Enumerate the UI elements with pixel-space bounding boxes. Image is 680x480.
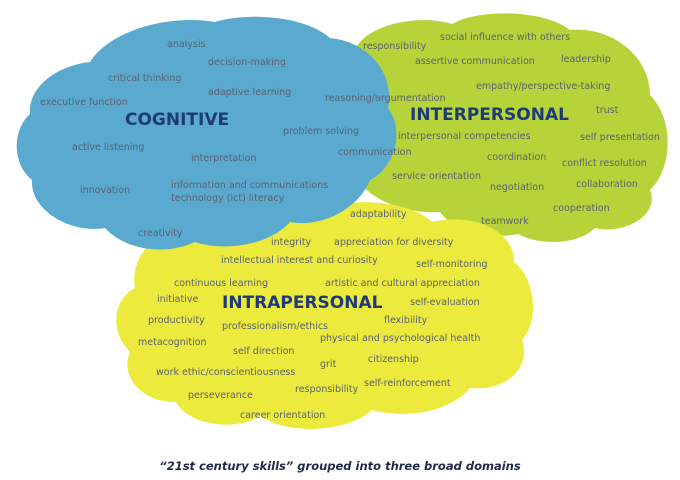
skill-term: perseverance	[188, 390, 253, 401]
skill-term: professionalism/ethics	[222, 321, 328, 332]
skill-term: executive function	[40, 97, 128, 108]
skill-term: coordination	[487, 152, 546, 163]
skill-term: self-evaluation	[410, 297, 480, 308]
skill-term: artistic and cultural appreciation	[325, 278, 480, 289]
skill-term: reasoning/argumentation	[325, 93, 446, 104]
skill-term: self-monitoring	[416, 259, 488, 270]
interpersonal-label: INTERPERSONAL	[410, 105, 569, 125]
skill-term: analysis	[167, 39, 206, 50]
interpersonal-terms: social influence with others responsibil…	[363, 32, 660, 227]
skill-term: communication	[338, 147, 411, 158]
skill-term: critical thinking	[108, 73, 181, 84]
skill-term: social influence with others	[440, 32, 570, 43]
skill-term: decision-making	[208, 57, 286, 68]
skill-term: career orientation	[240, 410, 325, 421]
skill-term: self direction	[233, 346, 294, 357]
skill-term: information and communications	[171, 180, 328, 191]
cognitive-terms: analysis decision-making critical thinki…	[40, 39, 446, 239]
skill-term: service orientation	[392, 171, 481, 182]
skill-term: initiative	[157, 294, 198, 305]
skill-term: adaptability	[350, 209, 407, 220]
cognitive-label: COGNITIVE	[125, 110, 229, 130]
skill-term: physical and psychological health	[320, 333, 480, 344]
skill-term: grit	[320, 359, 337, 370]
skill-term: metacognition	[138, 337, 207, 348]
cognitive-cloud	[16, 16, 397, 250]
skill-term: creativity	[138, 228, 183, 239]
skill-term: appreciation for diversity	[334, 237, 454, 248]
skill-term: adaptive learning	[208, 87, 291, 98]
skill-term: assertive communication	[415, 56, 535, 67]
intrapersonal-label: INTRAPERSONAL	[222, 293, 383, 313]
skill-term: active listening	[72, 142, 144, 153]
skill-term: empathy/perspective-taking	[476, 81, 610, 92]
skill-term: conflict resolution	[562, 158, 647, 169]
skill-term: interpretation	[191, 153, 256, 164]
skill-term: teamwork	[481, 216, 529, 227]
skill-term: trust	[596, 105, 619, 116]
skill-term: flexibility	[384, 315, 428, 326]
skill-term: citizenship	[368, 354, 419, 365]
skill-term: intellectual interest and curiosity	[221, 255, 378, 266]
skill-term: collaboration	[576, 179, 638, 190]
interpersonal-cloud	[329, 13, 668, 243]
intrapersonal-terms: adaptability integrity appreciation for …	[138, 209, 488, 421]
skill-term: responsibility	[363, 41, 427, 52]
skill-term: negotiation	[490, 182, 544, 193]
skill-term: integrity	[271, 237, 312, 248]
skill-term: leadership	[561, 54, 611, 65]
skill-term: technology (ict) literacy	[171, 193, 285, 204]
figure-caption: “21st century skills” grouped into three…	[159, 459, 521, 473]
skill-term: cooperation	[553, 203, 610, 214]
skill-term: innovation	[80, 185, 130, 196]
skill-term: continuous learning	[174, 278, 268, 289]
skill-term: self-reinforcement	[364, 378, 451, 389]
intrapersonal-cloud	[116, 202, 534, 429]
skill-term: self presentation	[580, 132, 660, 143]
skill-term: interpersonal competencies	[398, 131, 531, 142]
skill-term: responsibility	[295, 384, 359, 395]
skill-term: work ethic/conscientiousness	[156, 367, 295, 378]
skill-term: productivity	[148, 315, 205, 326]
skill-term: problem solving	[283, 126, 359, 137]
